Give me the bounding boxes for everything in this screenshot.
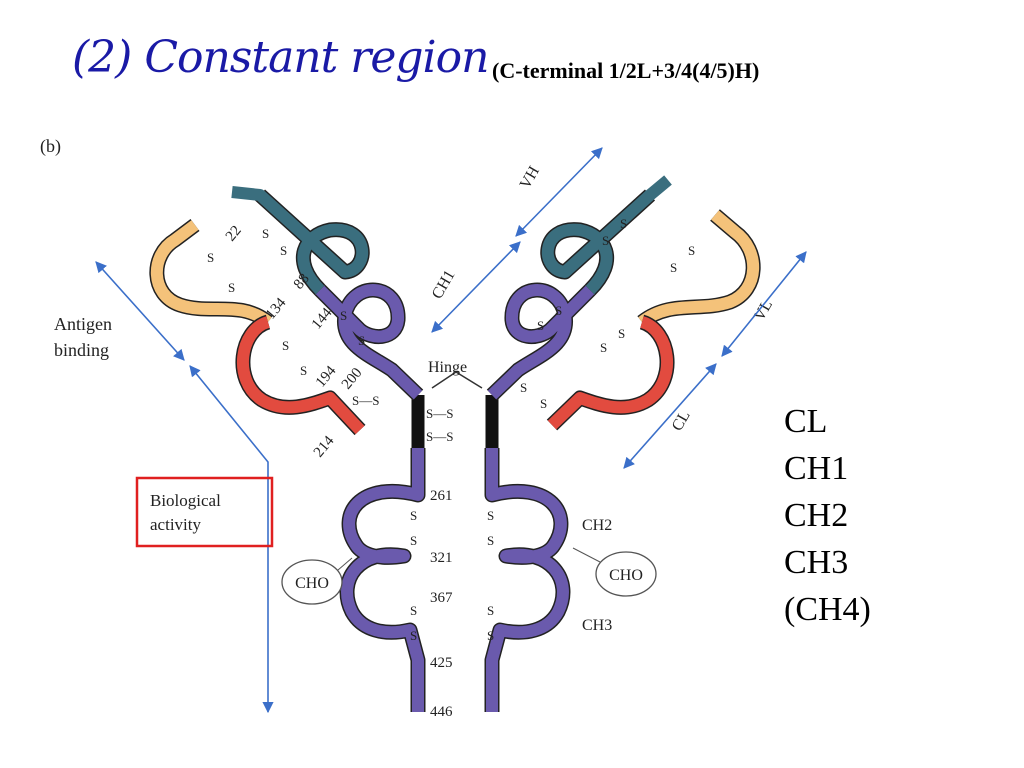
- residue-425: 425: [430, 655, 453, 671]
- ss-marker: S: [670, 260, 677, 275]
- residue-321: 321: [430, 550, 453, 566]
- cl-label: CL: [669, 408, 694, 434]
- cl-arrow: [623, 363, 717, 469]
- ss-marker: S: [540, 396, 547, 411]
- ss-marker: S: [600, 340, 607, 355]
- domain-item-ch1: CH1: [784, 450, 849, 487]
- cho-left-label: CHO: [295, 575, 329, 592]
- ch1-label: CH1: [429, 267, 459, 302]
- biological-activity-label-2: activity: [150, 515, 201, 534]
- ss-marker: S: [602, 233, 609, 248]
- ss-marker: S: [410, 603, 417, 618]
- ss-marker: S: [688, 243, 695, 258]
- ch3-label: CH3: [582, 617, 612, 634]
- ss-marker: S: [410, 628, 417, 643]
- ss-marker: S: [620, 216, 627, 231]
- ss-marker: S: [207, 250, 214, 265]
- hinge-disulfide-2: S—S: [426, 429, 453, 444]
- vl-arrow: [721, 251, 807, 357]
- ss-marker: S: [487, 603, 494, 618]
- residue-261: 261: [430, 488, 453, 504]
- ss-marker: S—S: [352, 393, 379, 408]
- ss-marker: S: [410, 508, 417, 523]
- biological-activity-highlight-box: [135, 476, 274, 548]
- domain-item-ch3: CH3: [784, 544, 849, 581]
- ss-marker: S: [282, 338, 289, 353]
- residue-194: 194: [313, 363, 340, 391]
- ss-marker: S: [555, 303, 562, 318]
- ss-marker: S: [487, 628, 494, 643]
- heavy-chain-left-fc: [339, 448, 426, 712]
- ss-marker: S: [487, 508, 494, 523]
- ss-marker: S: [340, 308, 347, 323]
- slide-title: (2) Constant region: [72, 32, 489, 83]
- ss-marker: S: [487, 533, 494, 548]
- cho-right: CHO: [572, 547, 657, 597]
- hinge-label: Hinge: [428, 359, 467, 376]
- residue-200: 200: [339, 365, 366, 393]
- residue-214: 214: [311, 433, 338, 461]
- biological-activity-arrow: [189, 365, 274, 714]
- scale-arrows: [95, 147, 807, 714]
- antigen-binding-arrow: [95, 261, 185, 361]
- heavy-chain-left-fab: [231, 186, 424, 401]
- ss-marker: S: [358, 333, 365, 348]
- vh-arrow: [515, 147, 603, 237]
- heavy-chain-right-fc: [484, 448, 571, 712]
- domain-list: CL CH1 CH2 CH3 (CH4): [784, 398, 871, 633]
- slide-subtitle: (C-terminal 1/2L+3/4(4/5)H): [492, 58, 760, 83]
- ch1-arrow: [431, 241, 521, 333]
- disulfide-markers-right: S S S S S S S S S S S S S S: [487, 216, 695, 643]
- ch2-label: CH2: [582, 517, 612, 534]
- ss-marker: S: [262, 226, 269, 241]
- ss-marker: S: [300, 363, 307, 378]
- hinge-disulfide-1: S—S: [426, 406, 453, 421]
- ss-marker: S: [228, 280, 235, 295]
- vl-label: VL: [751, 297, 776, 324]
- heavy-chain-right-fab: [486, 175, 672, 401]
- ss-marker: S: [410, 533, 417, 548]
- cho-right-label: CHO: [609, 567, 643, 584]
- vh-label: VH: [517, 163, 543, 192]
- panel-label: (b): [40, 136, 61, 157]
- domain-item-ch4: (CH4): [784, 591, 871, 628]
- residue-367: 367: [430, 590, 453, 606]
- antigen-binding-label-2: binding: [54, 340, 109, 360]
- residue-446: 446: [430, 704, 453, 720]
- ss-marker: S: [537, 318, 544, 333]
- antigen-binding-label-1: Antigen: [54, 314, 112, 334]
- domain-item-cl: CL: [784, 403, 828, 440]
- cho-left: CHO: [281, 557, 353, 605]
- residue-22: 22: [223, 223, 245, 245]
- domain-item-ch2: CH2: [784, 497, 849, 534]
- disulfide-markers-left: S S S S S S S S S—S S S S S: [207, 226, 417, 643]
- biological-activity-label-1: Biological: [150, 491, 221, 510]
- ss-marker: S: [618, 326, 625, 341]
- ss-marker: S: [280, 243, 287, 258]
- ss-marker: S: [520, 380, 527, 395]
- hinge-region: [411, 371, 499, 448]
